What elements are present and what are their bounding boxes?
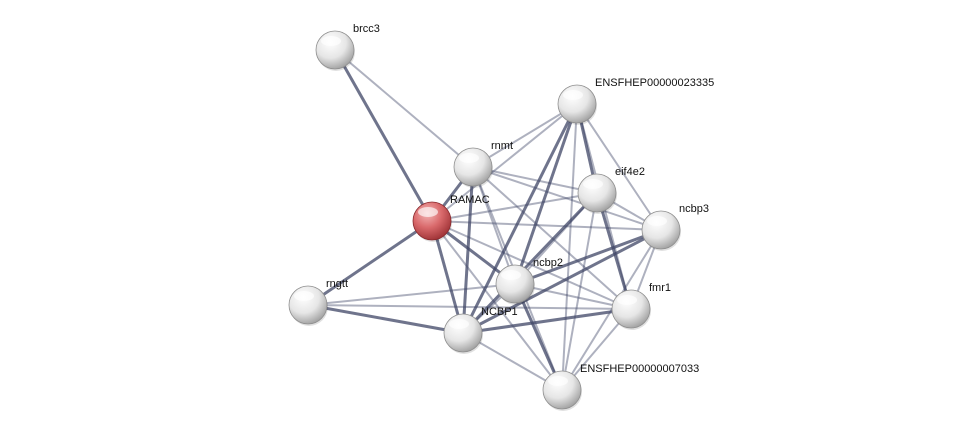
node-ENSFHEP00000023335[interactable] (557, 84, 597, 125)
edge-brcc3-RAMAC (333, 49, 434, 222)
node-highlight (617, 295, 637, 305)
edge-RAMAC-ncbp3 (431, 220, 662, 231)
node-label-brcc3: brcc3 (353, 23, 380, 35)
node-ncbp3[interactable] (641, 210, 681, 251)
edge-RAMAC-rngtt (307, 219, 433, 307)
node-label-rngtt: rngtt (326, 278, 348, 290)
node-ENSFHEP00000007033[interactable] (542, 370, 582, 411)
edge-RAMAC-fmr1 (431, 220, 632, 310)
edge-ncbp2-fmr1 (514, 283, 632, 310)
node-label-fmr1: fmr1 (649, 282, 671, 294)
edge-ncbp3-ncbp2 (514, 228, 662, 286)
edge-ENSFHEP00000023335-NCBP1 (461, 103, 579, 334)
edge-eif4e2-fmr1 (595, 192, 633, 310)
edge-rnmt-ncbp2 (472, 166, 516, 285)
node-label-eif4e2: eif4e2 (615, 166, 645, 178)
edge-rnmt-eif4e2 (472, 166, 598, 194)
node-rnmt[interactable] (453, 147, 493, 188)
edge-brcc3-rnmt (334, 49, 474, 168)
edge-ENSFHEP00000023335-ENSFHEP00000007033 (561, 103, 578, 391)
node-brcc3[interactable] (315, 30, 355, 71)
node-label-rnmt: rnmt (491, 140, 513, 152)
edge-ncbp3-NCBP1 (462, 228, 662, 335)
edge-ENSFHEP00000023335-ncbp3 (576, 103, 662, 231)
edge-ENSFHEP00000023335-ncbp2 (513, 103, 579, 285)
node-label-ncbp2: ncbp2 (533, 257, 563, 269)
node-highlight (548, 376, 568, 386)
edge-eif4e2-NCBP1 (461, 191, 599, 335)
edge-RAMAC-ENSFHEP00000007033 (431, 220, 563, 391)
node-rngtt[interactable] (288, 285, 328, 326)
node-highlight (501, 270, 521, 280)
node-RAMAC[interactable] (412, 201, 452, 242)
edge-ncbp2-rngtt (307, 283, 516, 306)
edge-rnmt-NCBP1 (461, 166, 475, 334)
edge-layer (307, 49, 662, 391)
node-label-ENSFHEP00000007033: ENSFHEP00000007033 (580, 363, 699, 375)
node-highlight (563, 90, 583, 100)
node-highlight (294, 291, 314, 301)
edge-rngtt-NCBP1 (307, 303, 464, 335)
node-label-ncbp3: ncbp3 (679, 203, 709, 215)
node-NCBP1[interactable] (443, 313, 483, 354)
edge-eif4e2-ENSFHEP00000007033 (561, 192, 598, 391)
edge-rnmt-ncbp3 (472, 166, 662, 231)
edge-ncbp3-ENSFHEP00000007033 (561, 229, 662, 391)
node-highlight (459, 153, 479, 163)
node-highlight (583, 179, 603, 189)
node-fmr1[interactable] (611, 289, 651, 330)
node-layer (288, 30, 681, 411)
node-eif4e2[interactable] (577, 173, 617, 214)
node-ncbp2[interactable] (495, 264, 535, 305)
edge-NCBP1-fmr1 (462, 307, 632, 335)
node-label-ENSFHEP00000023335: ENSFHEP00000023335 (595, 77, 714, 89)
edge-rnmt-ENSFHEP00000023335 (472, 103, 578, 168)
node-label-RAMAC: RAMAC (450, 194, 490, 206)
edge-rngtt-fmr1 (307, 304, 632, 310)
node-highlight (418, 207, 438, 217)
edge-RAMAC-eif4e2 (431, 192, 598, 222)
node-highlight (321, 36, 341, 46)
node-highlight (449, 319, 469, 329)
node-label-NCBP1: NCBP1 (481, 306, 518, 318)
node-highlight (647, 216, 667, 226)
edge-RAMAC-ENSFHEP00000023335 (431, 103, 578, 222)
